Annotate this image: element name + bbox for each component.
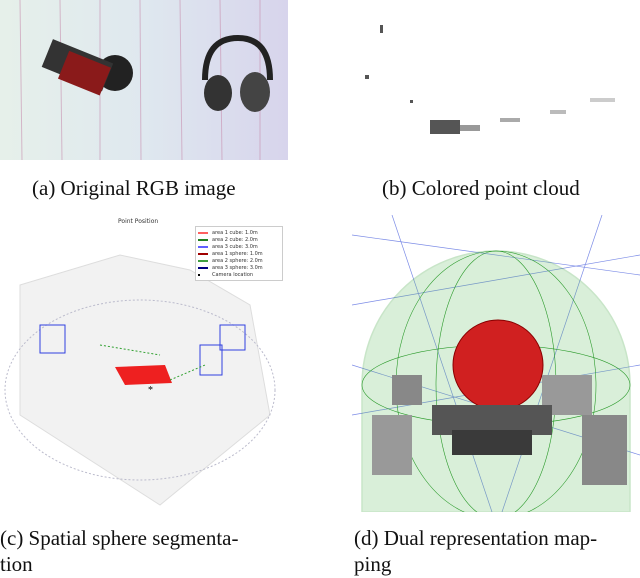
dual-representation-render: [352, 215, 640, 512]
point-cloud: [350, 0, 640, 160]
caption-c: (c) Spatial sphere segmenta-tion: [0, 526, 239, 576]
legend-item: area 2 sphere: 2.0m: [198, 257, 280, 264]
plot-title: Point Position: [118, 218, 159, 225]
legend-item: area 3 cube: 3.0m: [198, 243, 280, 250]
svg-text:*: *: [148, 385, 153, 396]
legend-item: area 1 cube: 1.0m: [198, 229, 280, 236]
plot-legend: area 1 cube: 1.0m area 2 cube: 2.0m area…: [195, 226, 283, 281]
caption-a: (a) Original RGB image: [32, 176, 236, 200]
legend-item: area 3 sphere: 3.0m: [198, 264, 280, 271]
legend-item: area 1 sphere: 1.0m: [198, 250, 280, 257]
caption-b: (b) Colored point cloud: [382, 176, 580, 200]
legend-item: Camera location: [198, 271, 280, 278]
caption-d: (d) Dual representation map-ping: [354, 526, 598, 576]
legend-item: area 2 cube: 2.0m: [198, 236, 280, 243]
rgb-image: [0, 0, 288, 160]
